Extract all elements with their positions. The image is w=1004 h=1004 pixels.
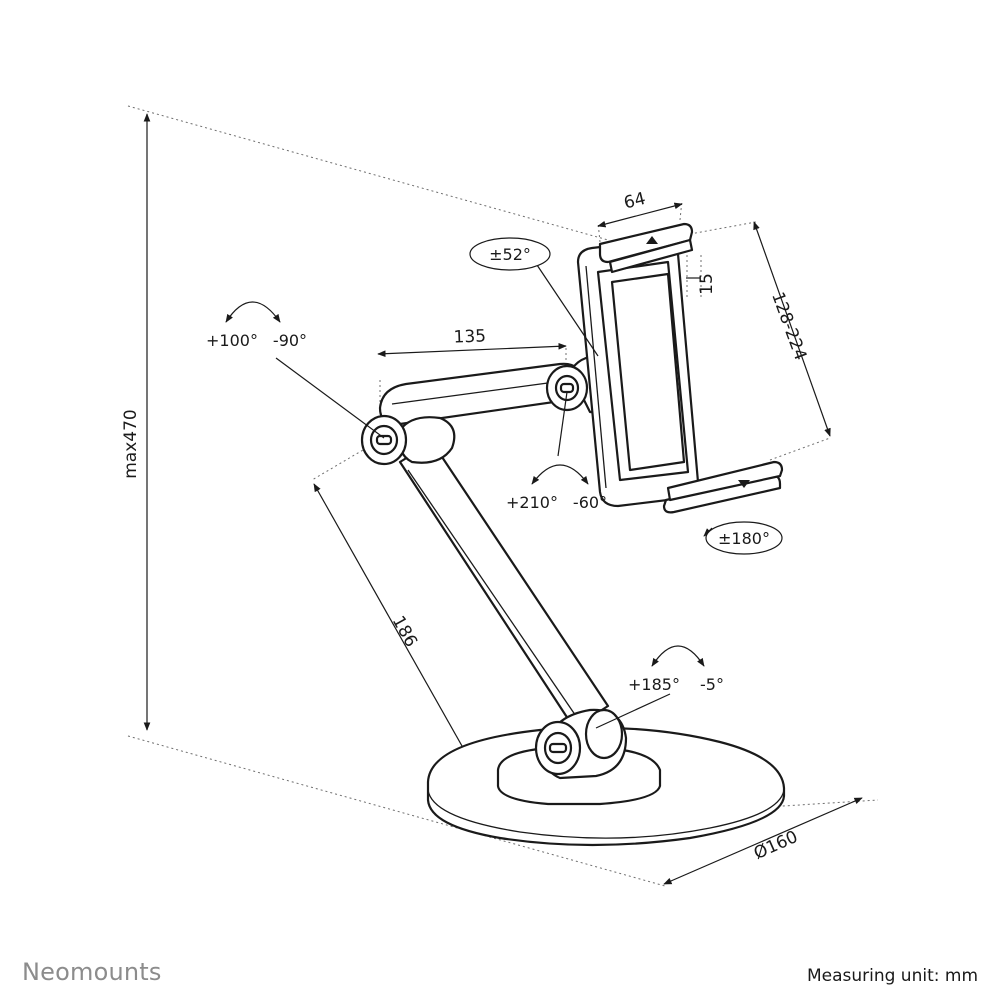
rotate-arrow-elbow [531,464,589,485]
dim-line-135 [377,342,567,358]
label-holder-tilt: ±52° [489,245,531,264]
label-height: max470 [121,409,141,479]
leader-shoulder [275,357,385,439]
dim-line-64 [597,202,683,228]
ext-line-clamp-bottom [769,437,831,461]
dimension-lines [143,113,863,885]
label-holder-rotate: ±180° [718,529,770,548]
leader-elbow [557,391,568,457]
dim-line-clamp [753,221,831,437]
leader-base [595,693,671,729]
arrow-up-icon [646,236,658,244]
tablet-holder [576,222,784,514]
label-clamp-offset: 15 [697,273,717,295]
ext-line-64-right [679,199,683,221]
base-joint [534,708,624,776]
label-shoulder-minus: -90° [273,331,307,350]
label-holder-depth: 64 [622,189,648,214]
tilt-badge: ±52° [469,237,551,271]
label-base-plus: +185° [628,675,680,694]
leader-lines [275,261,671,729]
rotation-arrows [225,301,705,667]
label-base-minus: -5° [700,675,724,694]
rotate-arrow-base [651,645,705,667]
rotate-arrow-shoulder [225,301,281,323]
label-base-diameter: Ø160 [751,827,801,864]
measuring-unit: Measuring unit: mm [806,966,978,986]
ext-line-lower-top [311,439,381,481]
leader-tilt [534,261,599,357]
angle-labels: +100° -90° +210° -60° +185° -5° [206,331,724,694]
ext-line-top [127,105,609,241]
ext-line-clamp-top [689,221,757,235]
shoulder-joint [360,414,408,466]
label-upper-arm: 135 [453,326,486,347]
arrow-down-icon [738,480,750,488]
label-clamp-range: 128-224 [767,289,810,363]
label-lower-arm: 186 [388,613,421,651]
dim-line-186 [313,483,489,793]
rotate-badge: ±180° [703,521,783,555]
label-shoulder-plus: +100° [206,331,258,350]
label-elbow-plus: +210° [506,493,558,512]
brand-logo: Neomounts [22,958,162,986]
label-elbow-minus: -60° [573,493,607,512]
dim-line-diameter [663,797,863,885]
